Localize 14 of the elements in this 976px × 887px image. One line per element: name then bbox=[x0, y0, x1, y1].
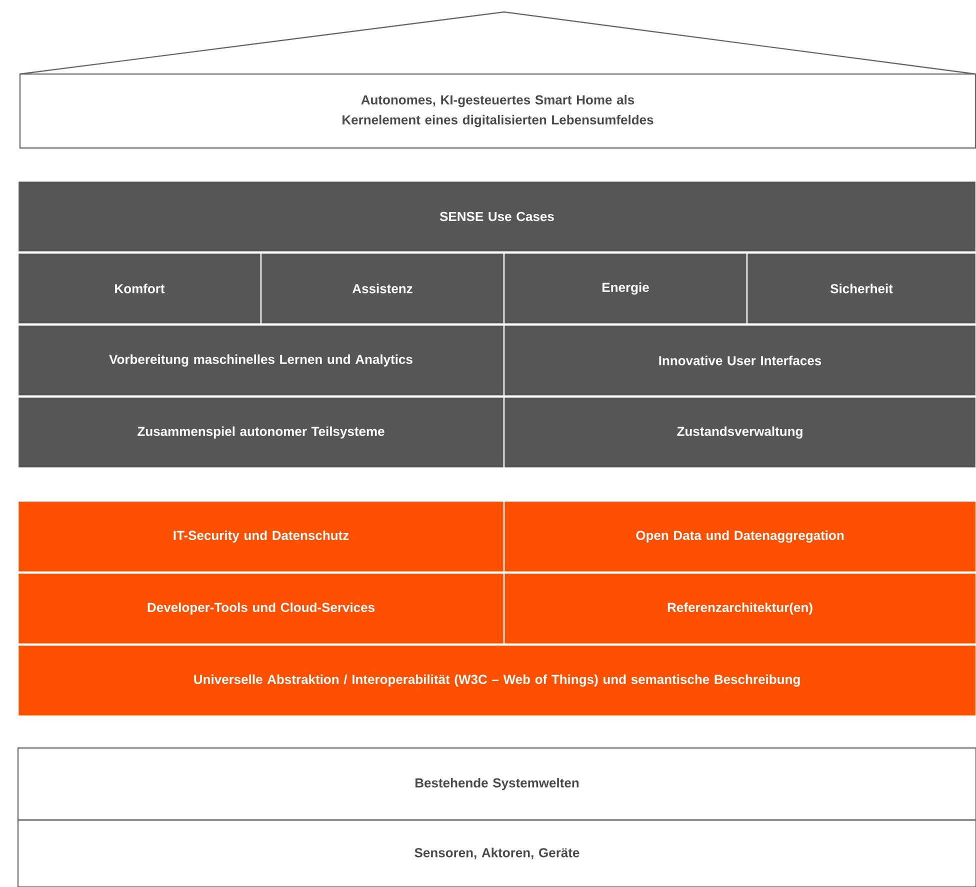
use-case-cell: Energie bbox=[503, 252, 748, 325]
use-case-cell: Komfort bbox=[17, 252, 262, 325]
platform-cell: Developer-Tools und Cloud-Services bbox=[17, 572, 505, 645]
use-case-cell: Assistenz bbox=[260, 252, 505, 325]
use-case-cell: Vorbereitung maschinelles Lernen und Analytics bbox=[17, 324, 505, 397]
platform-cell: Open Data und Datenaggregation bbox=[503, 500, 976, 573]
use-case-cell: Zusammenspiel autonomer Teilsysteme bbox=[17, 396, 505, 469]
base-layer-cell: Sensoren, Aktoren, Geräte bbox=[17, 819, 976, 887]
use-case-cell: Sicherheit bbox=[746, 252, 976, 325]
house-roof: Autonomes, KI-gesteuertes Smart Home als Kernelement eines digitalisierten Lebensumfeldes bbox=[19, 11, 976, 149]
platform-cell: Referenzarchitektur(en) bbox=[503, 572, 976, 645]
base-layer-cell: Bestehende Systemwelten bbox=[17, 747, 976, 821]
platform-cell: IT-Security und Datenschutz bbox=[17, 500, 505, 573]
use-case-cell: Zustandsverwaltung bbox=[503, 396, 976, 469]
